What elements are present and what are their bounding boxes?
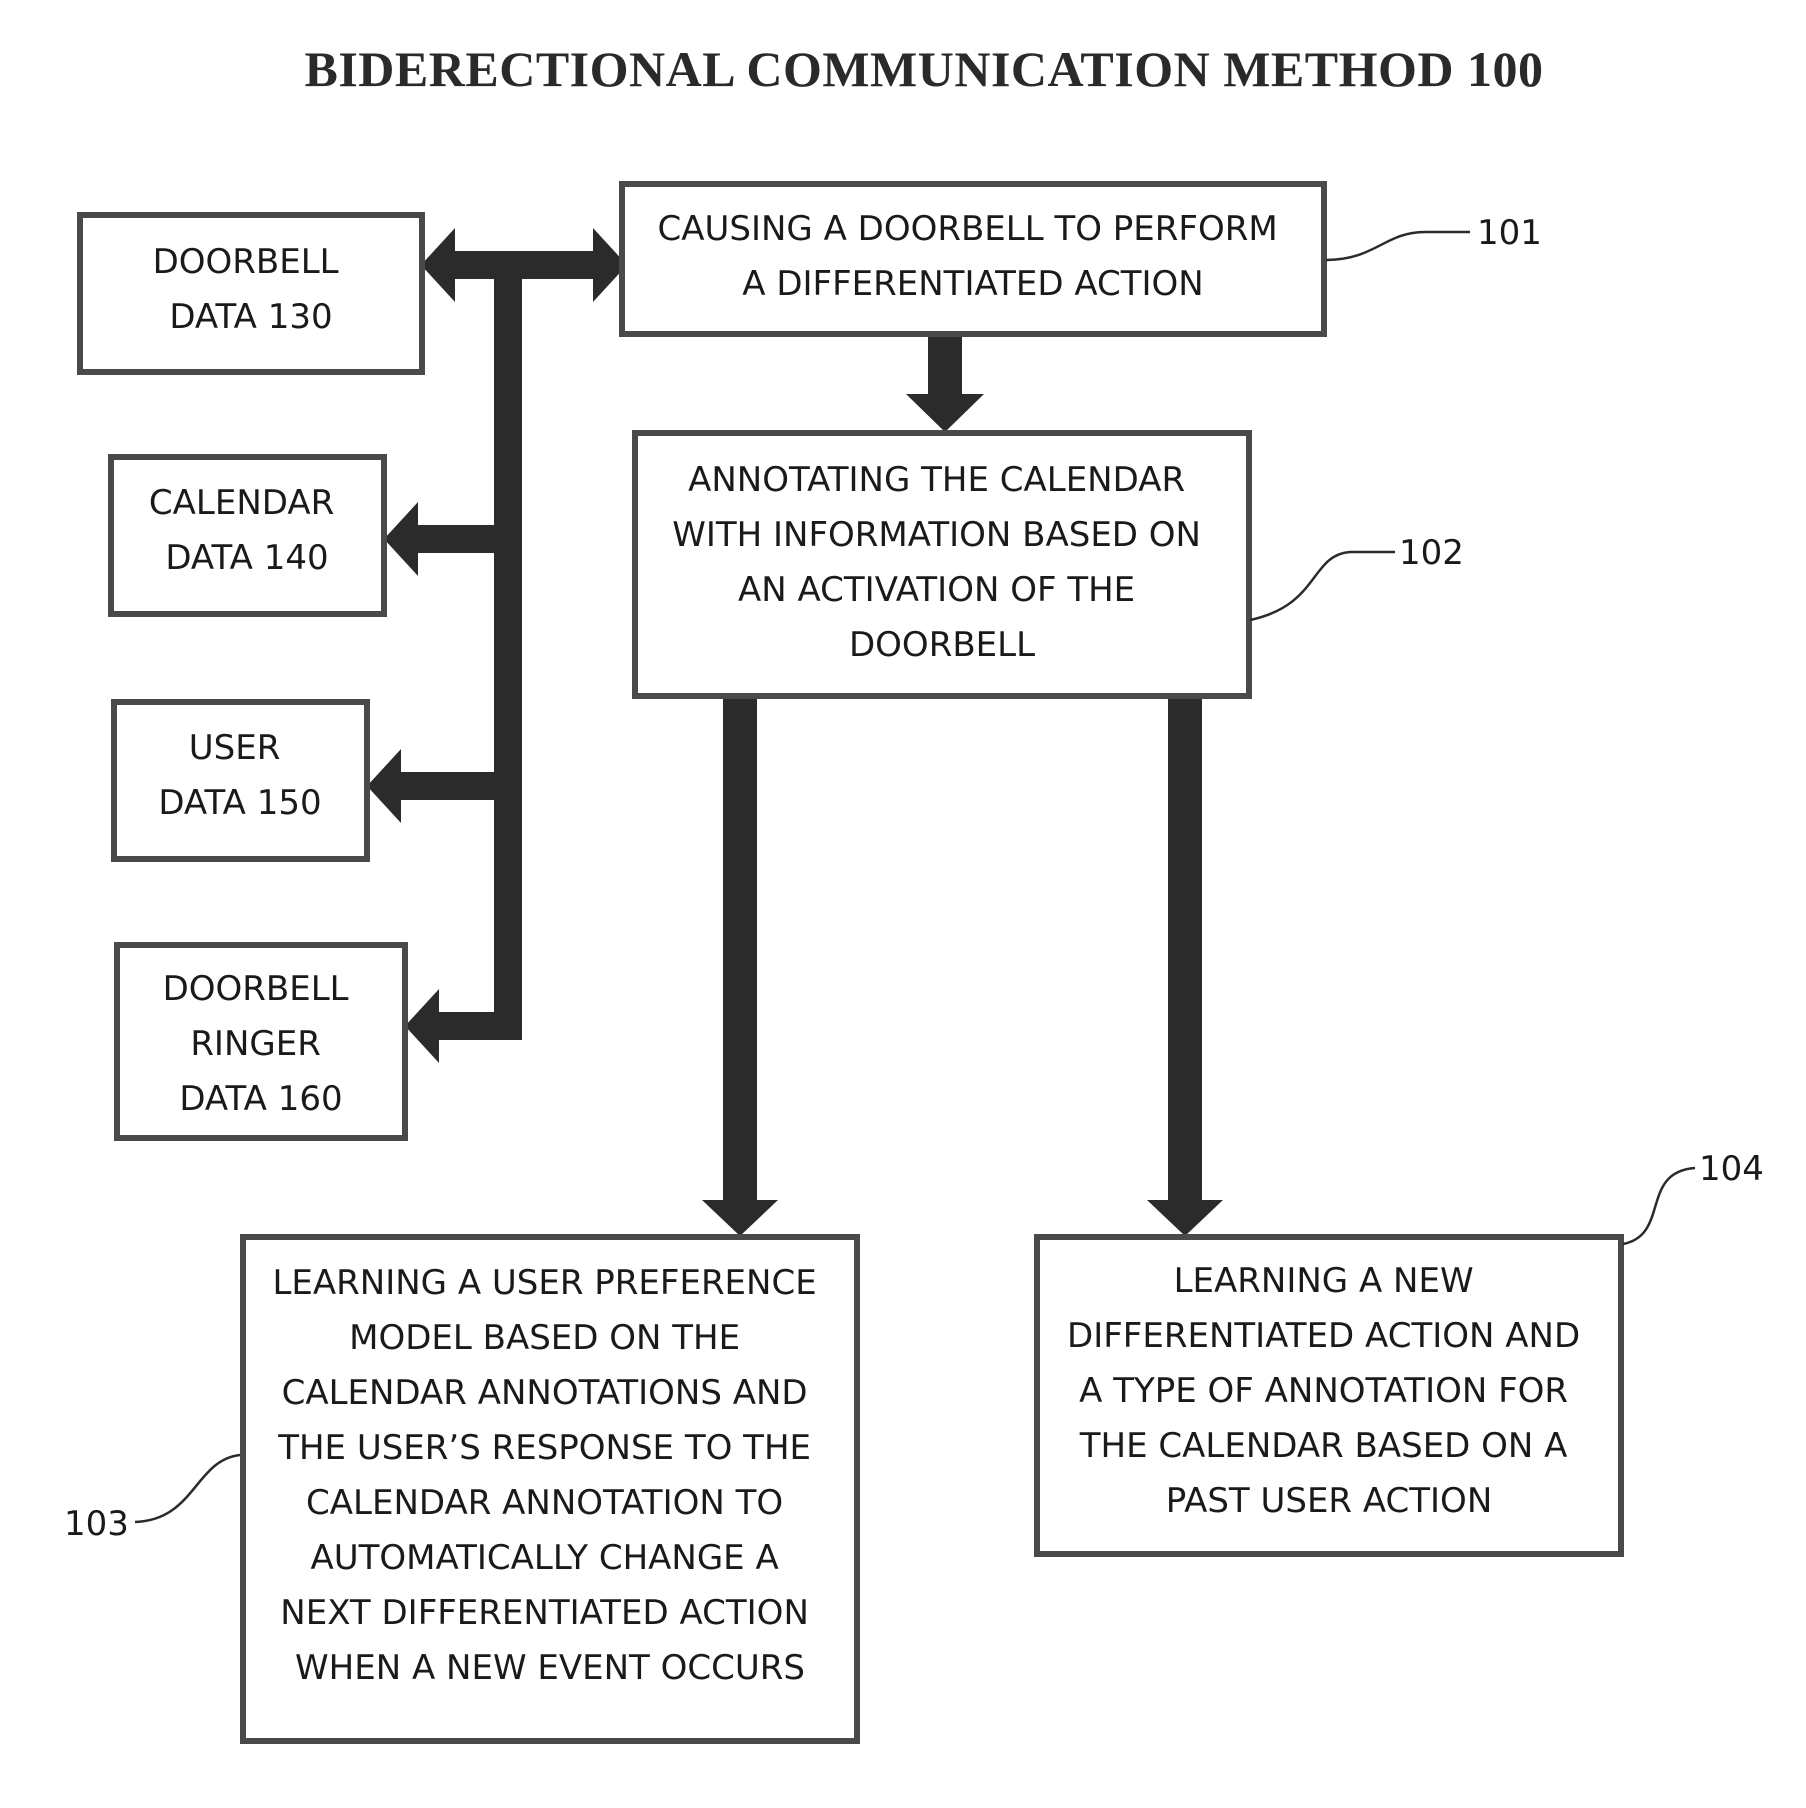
leader-line-103	[135, 1455, 240, 1522]
step-102-line-2: WITH INFORMATION BASED ON	[672, 515, 1201, 555]
flow-arrow-102-104-shaft	[1168, 696, 1202, 1204]
ref-label-104: 104	[1699, 1149, 1764, 1189]
step-104-line-5: PAST USER ACTION	[1166, 1481, 1493, 1521]
flow-arrow-101-102-head	[906, 394, 984, 432]
data-box-user-data: USER DATA 150	[114, 702, 367, 859]
ref-label-101: 101	[1477, 213, 1542, 253]
ref-label-102: 102	[1399, 533, 1464, 573]
doorbell-ringer-data-line-3: DATA 160	[179, 1079, 342, 1119]
leader-line-101	[1326, 232, 1470, 260]
arrow-head-to-doorbell-ringer-data	[405, 989, 439, 1063]
step-box-102: ANNOTATING THE CALENDAR WITH INFORMATION…	[635, 433, 1249, 696]
bidirectional-arrow-shaft	[450, 251, 600, 279]
flow-arrow-102-103-shaft	[723, 696, 757, 1204]
step-103-line-1: LEARNING A USER PREFERENCE	[272, 1263, 816, 1303]
data-box-doorbell-data: DOORBELL DATA 130	[80, 215, 422, 372]
step-101-line-1: CAUSING A DOORBELL TO PERFORM	[657, 209, 1277, 249]
svg-text:DOORBELL RINGER DA: DOORBELL RINGER DATA 160	[163, 969, 360, 1119]
step-103-line-5: CALENDAR ANNOTATION TO	[306, 1483, 783, 1523]
step-104-line-1: LEARNING A NEW	[1174, 1261, 1474, 1301]
data-box-doorbell-ringer-data: DOORBELL RINGER DATA 160	[117, 945, 405, 1138]
step-103-line-3: CALENDAR ANNOTATIONS AND	[282, 1373, 808, 1413]
calendar-data-line-2: DATA 140	[165, 538, 328, 578]
arrow-head-to-user-data	[367, 749, 401, 823]
flow-arrow-102-104-head	[1147, 1200, 1223, 1236]
step-104-line-4: THE CALENDAR BASED ON A	[1079, 1426, 1568, 1466]
step-104-line-3: A TYPE OF ANNOTATION FOR	[1079, 1371, 1568, 1411]
ref-104: 104	[1623, 1149, 1764, 1244]
user-branch-shaft	[398, 772, 510, 800]
arrow-head-to-doorbell-data	[421, 228, 455, 302]
step-102-line-4: DOORBELL	[849, 625, 1035, 665]
diagram-title: BIDERECTIONAL COMMUNICATION METHOD 100	[305, 41, 1544, 97]
data-bus-line	[494, 262, 522, 1040]
ringer-branch-shaft	[435, 1012, 522, 1040]
step-box-103: LEARNING A USER PREFERENCE MODEL BASED O…	[243, 1237, 857, 1741]
step-103-line-8: WHEN A NEW EVENT OCCURS	[295, 1648, 805, 1688]
step-box-101: CAUSING A DOORBELL TO PERFORM A DIFFEREN…	[622, 184, 1324, 334]
step-102-line-1: ANNOTATING THE CALENDAR	[688, 460, 1185, 500]
step-102-line-3: AN ACTIVATION OF THE	[738, 570, 1135, 610]
flow-arrow-101-102-shaft	[928, 334, 962, 398]
connectors	[367, 228, 1223, 1236]
step-101-line-2: A DIFFERENTIATED ACTION	[742, 264, 1203, 304]
user-data-line-1: USER	[189, 728, 281, 768]
calendar-data-line-1: CALENDAR	[149, 483, 334, 523]
ref-101: 101	[1326, 213, 1542, 260]
leader-line-104	[1623, 1168, 1695, 1244]
doorbell-data-line-2: DATA 130	[169, 297, 332, 337]
doorbell-data-line-1: DOORBELL	[153, 242, 339, 282]
step-103-line-6: AUTOMATICALLY CHANGE A	[310, 1538, 778, 1578]
ref-label-103: 103	[64, 1504, 129, 1544]
ref-103: 103	[64, 1455, 240, 1544]
leader-line-102	[1250, 552, 1395, 620]
calendar-branch-shaft	[415, 525, 510, 553]
user-data-line-2: DATA 150	[158, 783, 321, 823]
ref-102: 102	[1250, 533, 1464, 620]
data-box-calendar-data: CALENDAR DATA 140	[111, 457, 384, 614]
arrow-head-to-calendar-data	[384, 502, 418, 576]
step-103-line-4: THE USER’S RESPONSE TO THE	[277, 1428, 811, 1468]
step-box-104: LEARNING A NEW DIFFERENTIATED ACTION AND…	[1037, 1237, 1621, 1554]
doorbell-ringer-data-line-2: RINGER	[190, 1024, 321, 1064]
flow-arrow-102-103-head	[702, 1200, 778, 1236]
step-103-line-7: NEXT DIFFERENTIATED ACTION	[280, 1593, 809, 1633]
step-103-line-2: MODEL BASED ON THE	[349, 1318, 740, 1358]
step-104-line-2: DIFFERENTIATED ACTION AND	[1067, 1316, 1580, 1356]
doorbell-ringer-data-line-1: DOORBELL	[163, 969, 349, 1009]
